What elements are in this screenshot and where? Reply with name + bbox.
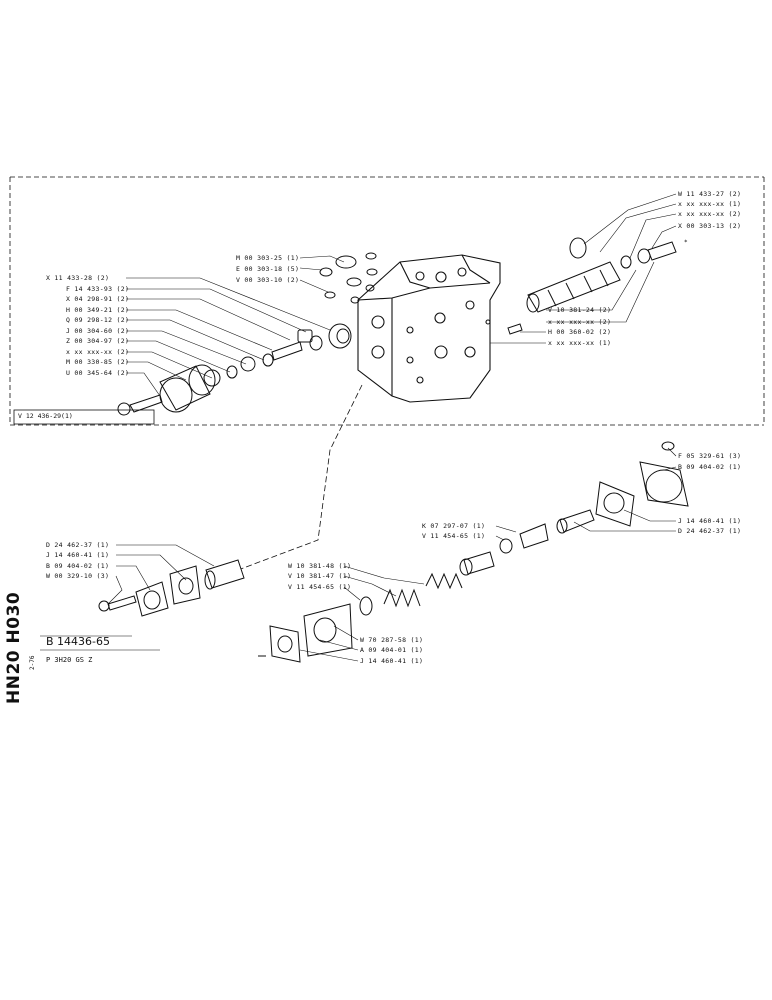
springs [359, 572, 463, 616]
label-left-8: x xx xxx-xx (2) [66, 348, 130, 356]
label-spool-3: H 00 360-02 (2) [548, 328, 612, 336]
label-left-1: X 11 433-28 (2) [46, 274, 110, 282]
label-top-center-3: V 00 303-10 (2) [236, 276, 300, 284]
label-spool-4: x xx xxx-xx (1) [548, 339, 612, 347]
label-bottom-center-2: A 09 404-01 (1) [360, 646, 424, 654]
label-left-flange-4: W 00 329-10 (3) [46, 572, 110, 580]
side-code: HN20 H030 [4, 591, 24, 704]
right-flange-group [459, 441, 689, 576]
star-mark: * [684, 239, 688, 246]
label-top-center-1: M 00 303-25 (1) [236, 254, 300, 262]
label-upper-right-4: X 00 303-13 (2) [678, 222, 742, 230]
assembly-frame [9, 176, 765, 426]
label-right-flange-1: F 05 329-61 (3) [678, 452, 742, 460]
label-upper-right-1: W 11 433-27 (2) [678, 190, 742, 198]
label-left-7: Z 00 304-97 (2) [66, 337, 130, 345]
label-left-5: Q 09 298-12 (2) [66, 316, 130, 324]
label-bottom-center-3: J 14 460-41 (1) [360, 657, 424, 665]
spool-assembly [507, 237, 677, 335]
label-spring-3: V 11 454-65 (1) [288, 583, 352, 591]
label-right-flange-2: B 09 404-02 (1) [678, 463, 742, 471]
label-left-flange-2: J 14 460-41 (1) [46, 551, 110, 559]
frame-tag: V 12 436-29(1) [18, 412, 73, 420]
label-spring-1: W 10 381-48 (1) [288, 562, 352, 570]
frame-tag-box [13, 409, 155, 425]
left-relief-valve [117, 323, 352, 416]
label-middle-1: K 07 297-07 (1) [422, 522, 486, 530]
bottom-flange-group [269, 603, 353, 663]
label-right-flange-4: D 24 462-37 (1) [678, 527, 742, 535]
valve-block [357, 254, 501, 403]
side-small-code: 2-76 [29, 655, 36, 670]
label-spring-2: V 10 381-47 (1) [288, 572, 352, 580]
product-code: P 3H20 GS Z [46, 656, 93, 664]
label-spool-1: V 10 381-24 (2) [548, 306, 612, 314]
assembly-link-dashed [237, 384, 363, 571]
label-left-4: H 00 349-21 (2) [66, 306, 130, 314]
label-left-3: X 04 298-91 (2) [66, 295, 130, 303]
label-upper-right-3: x xx xxx-xx (2) [678, 210, 742, 218]
leader-lines [40, 193, 677, 662]
label-right-flange-3: J 14 460-41 (1) [678, 517, 742, 525]
label-top-center-2: E 00 303-18 (5) [236, 265, 300, 273]
label-left-6: J 00 304-60 (2) [66, 327, 130, 335]
left-flange-group [98, 559, 245, 617]
label-left-9: M 00 330-85 (2) [66, 358, 130, 366]
label-left-flange-1: D 24 462-37 (1) [46, 541, 110, 549]
o-rings-top [319, 252, 378, 304]
label-upper-right-2: x xx xxx-xx (1) [678, 200, 742, 208]
drawing-number: B 14436-65 [46, 635, 111, 648]
label-middle-2: V 11 454-65 (1) [422, 532, 486, 540]
label-spool-2: x xx xxx-xx (2) [548, 318, 612, 326]
label-left-10: U 00 345-64 (2) [66, 369, 130, 377]
label-bottom-center-1: W 70 287-58 (1) [360, 636, 424, 644]
label-left-2: F 14 433-93 (2) [66, 285, 130, 293]
label-left-flange-3: B 09 404-02 (1) [46, 562, 110, 570]
